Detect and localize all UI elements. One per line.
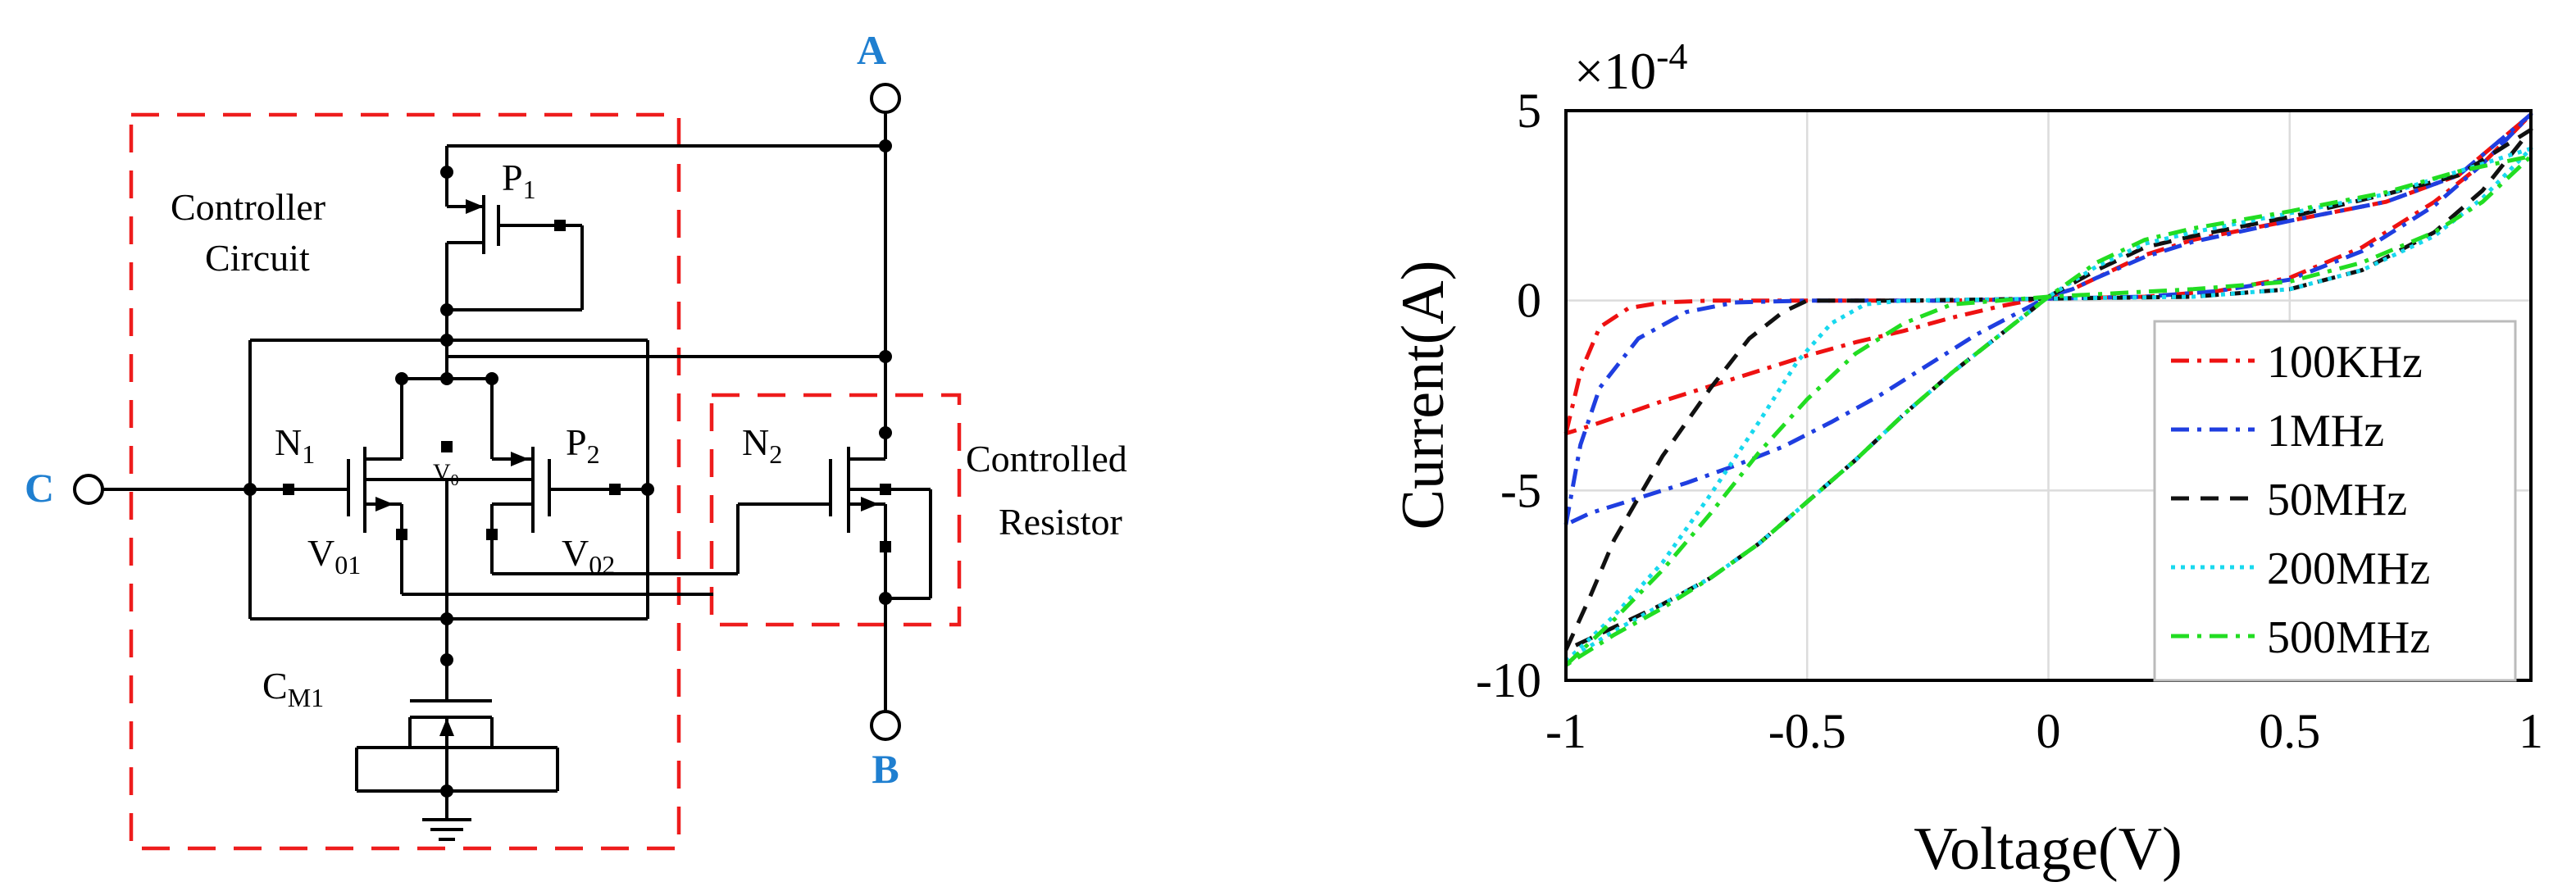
label-p2: P2 [566, 421, 600, 469]
label-v01: V01 [307, 532, 361, 580]
x-axis-label: Voltage(V) [1914, 816, 2182, 883]
controller-label-1: Controller [171, 186, 325, 228]
legend-entry: 200MHz [2267, 543, 2430, 594]
terminal-b-label: B [872, 746, 899, 792]
label-n1: N1 [275, 421, 315, 469]
terminal-c [73, 474, 104, 505]
y-multiplier: ×10-4 [1574, 35, 1687, 100]
terminal-b [870, 710, 901, 741]
label-cm1: CM1 [262, 665, 324, 712]
transistor-n2 [738, 433, 932, 600]
x-tick-label: 1 [2519, 704, 2543, 758]
legend: 100KHz 1MHz 50MHz 200MHz 500MHz [2153, 320, 2517, 682]
curves [1563, 112, 2533, 667]
label-v0: V0 [433, 459, 459, 489]
controlled-label-2: Resistor [999, 501, 1122, 543]
x-tick-label: 0 [2037, 704, 2061, 758]
legend-entry: 1MHz [2267, 406, 2384, 457]
transistor-p2 [447, 379, 740, 575]
controller-label-2: Circuit [205, 237, 310, 279]
series-100khz-loop [1563, 112, 2533, 436]
transistor-cm1 [355, 619, 559, 841]
controlled-label-1: Controlled [966, 438, 1127, 480]
x-tick-label: -1 [1545, 704, 1586, 758]
y-tick-labels: 5 0 -5 -10 [1476, 84, 1541, 707]
y-tick-label: -5 [1500, 463, 1541, 517]
transistor-n1 [287, 379, 448, 619]
x-tick-label: 0.5 [2259, 704, 2320, 758]
label-p1: P1 [502, 157, 536, 204]
legend-box [2153, 320, 2517, 682]
iv-chart: 5 0 -5 -10 -1 -0.5 0 0.5 1 ×10-4 Voltage(V) Cur… [1390, 35, 2543, 883]
transistor-p1 [445, 195, 584, 332]
y-tick-label: 5 [1517, 84, 1541, 138]
label-v02: V02 [562, 532, 615, 580]
x-tick-label: -0.5 [1768, 704, 1846, 758]
y-axis-label: Current(A) [1390, 261, 1457, 530]
legend-entry: 50MHz [2267, 475, 2407, 525]
terminal-c-label: C [25, 465, 54, 511]
x-tick-labels: -1 -0.5 0 0.5 1 [1545, 704, 2543, 758]
legend-entry: 100KHz [2267, 337, 2423, 388]
terminal-a [870, 83, 901, 114]
series-500mhz-loop [1564, 154, 2533, 667]
legend-entry: 500MHz [2267, 612, 2430, 663]
terminal-a-label: A [857, 27, 886, 73]
y-tick-label: -10 [1476, 653, 1541, 707]
series-200mhz-loop [1564, 146, 2533, 663]
plot-frame [1564, 109, 2533, 682]
circuit-schematic: A B C Controller Circuit P1 [25, 27, 1127, 851]
label-n2: N2 [742, 421, 782, 469]
junction-dots [243, 139, 892, 798]
y-tick-label: 0 [1517, 274, 1541, 328]
controlled-resistor-box [709, 393, 962, 627]
